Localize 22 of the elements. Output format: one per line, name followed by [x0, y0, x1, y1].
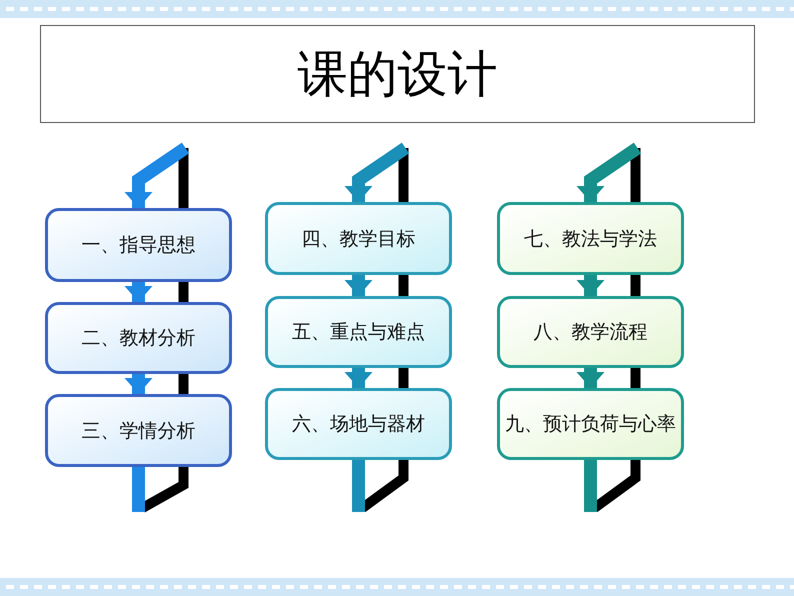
arrow: [124, 142, 190, 208]
arrow: [576, 368, 604, 388]
arrow: [344, 275, 372, 296]
connector: [132, 467, 145, 512]
arrow: [344, 142, 410, 202]
arrow: [576, 275, 604, 296]
arrow: [344, 368, 372, 388]
process-box: 三、学情分析: [45, 394, 232, 467]
process-box: 八、教学流程: [497, 296, 684, 368]
arrow: [124, 374, 152, 394]
arrow: [576, 142, 642, 202]
process-box: 七、教法与学法: [497, 202, 684, 275]
connector: [584, 460, 597, 512]
process-box: 六、场地与器材: [265, 388, 452, 460]
process-box: 九、预计负荷与心率: [497, 388, 684, 460]
process-box: 四、教学目标: [265, 202, 452, 275]
title-box: 课的设计: [40, 25, 755, 123]
process-box: 一、指导思想: [45, 208, 232, 282]
connector: [352, 460, 365, 512]
process-box: 二、教材分析: [45, 302, 232, 374]
process-box: 五、重点与难点: [265, 296, 452, 368]
arrow: [124, 282, 152, 302]
